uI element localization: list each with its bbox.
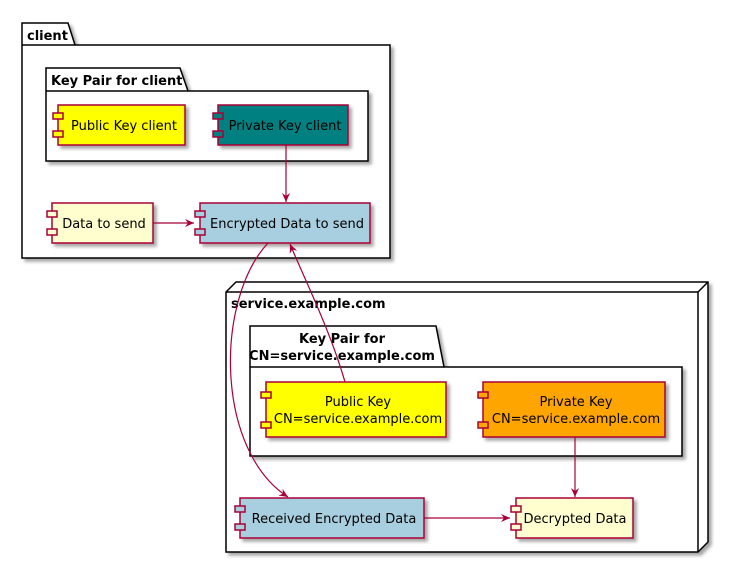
public-key-service-component[interactable]: Public Key CN=service.example.com (260, 381, 447, 438)
data-to-send-component[interactable]: Data to send (46, 202, 154, 244)
key-pair-client-label: Key Pair for client (51, 74, 182, 89)
key-pair-service-label-line1: Key Pair for (299, 332, 386, 347)
public-key-client-label: Public Key client (71, 119, 177, 134)
arrow-encrypted-to-received (229, 242, 289, 498)
data-to-send-label: Data to send (62, 217, 146, 232)
private-key-service-label-line2: CN=service.example.com (492, 412, 660, 427)
encrypted-data-to-send-label: Encrypted Data to send (210, 217, 364, 232)
service-node-label: service.example.com (231, 297, 386, 312)
private-key-service-component[interactable]: Private Key CN=service.example.com (477, 381, 666, 438)
private-key-client-label: Private Key client (229, 119, 342, 134)
key-pair-service-label-line2: CN=service.example.com (249, 349, 435, 364)
client-package-label: client (27, 29, 68, 44)
public-key-service-label-line2: CN=service.example.com (274, 412, 442, 427)
decrypted-data-label: Decrypted Data (524, 512, 627, 527)
arrow-public-key-service-to-encrypted (289, 243, 346, 383)
public-key-service-label-line1: Public Key (325, 395, 391, 410)
decrypted-data-component[interactable]: Decrypted Data (510, 497, 634, 539)
received-encrypted-data-label: Received Encrypted Data (252, 512, 417, 527)
private-key-client-component[interactable]: Private Key client (212, 104, 349, 146)
encrypted-data-to-send-component[interactable]: Encrypted Data to send (194, 202, 371, 244)
public-key-client-component[interactable]: Public Key client (52, 104, 186, 146)
received-encrypted-data-component[interactable]: Received Encrypted Data (234, 497, 425, 539)
private-key-service-label-line1: Private Key (539, 395, 612, 410)
